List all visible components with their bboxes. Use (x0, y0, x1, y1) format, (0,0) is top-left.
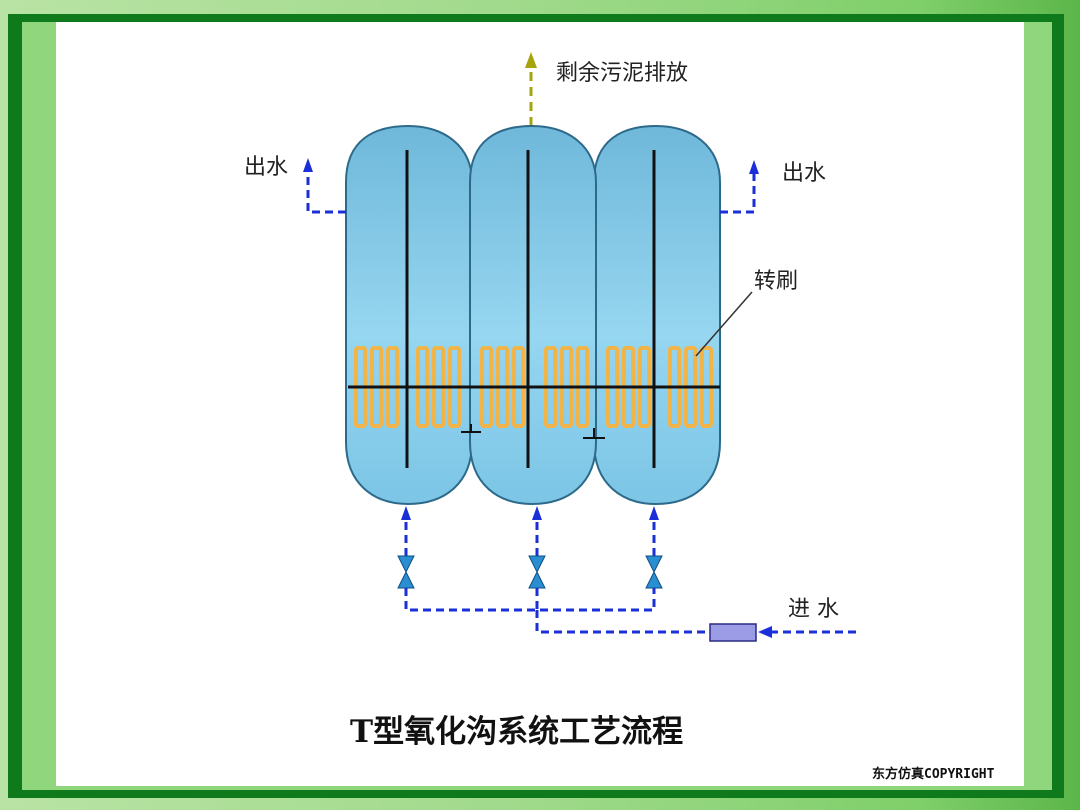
inlet-manifold (404, 588, 656, 612)
oxidation-ditch-tanks (345, 124, 721, 506)
rotor-brushes: 转刷 (348, 269, 798, 428)
valve-left (397, 555, 415, 589)
outlet-right-arrow (749, 160, 759, 174)
inlet-arrow-left (401, 506, 411, 520)
inlet-meter (709, 623, 757, 642)
inlet-feed-pipe (535, 610, 710, 634)
inlet-arrow-right (649, 506, 659, 520)
diagram-canvas: 剩余污泥排放 转刷 出水 (56, 22, 1024, 786)
inlet-main-arrow (758, 626, 772, 638)
rotor-brush-label: 转刷 (754, 269, 798, 294)
outlet-right-pipe (720, 172, 756, 214)
weir-2 (583, 428, 605, 439)
outlet-right-label: 出水 (782, 161, 826, 186)
sludge-discharge-label: 剩余污泥排放 (556, 61, 688, 86)
diagram-title: T型氧化沟系统工艺流程 (350, 714, 683, 750)
copyright-label: 东方仿真COPYRIGHT (872, 766, 995, 782)
outlet-left-arrow (303, 158, 313, 172)
tank-left (345, 124, 473, 506)
process-diagram: 剩余污泥排放 转刷 出水 (244, 52, 995, 782)
brush-leader-line (695, 291, 753, 357)
sludge-arrow (525, 52, 537, 68)
inlet-arrow-middle (532, 506, 542, 520)
tank-middle (469, 124, 597, 506)
inlet-label: 进 水 (788, 597, 839, 622)
outlet-left-label: 出水 (244, 155, 288, 180)
tank-right (593, 124, 721, 506)
outlet-left: 出水 (244, 155, 346, 214)
sludge-discharge: 剩余污泥排放 (525, 52, 688, 126)
outlet-right: 出水 (720, 160, 826, 214)
outlet-left-pipe (306, 170, 346, 214)
valve-right (645, 555, 663, 589)
valve-middle (528, 555, 546, 589)
inlet-system: 进 水 (397, 506, 856, 642)
weir-1 (461, 424, 481, 433)
